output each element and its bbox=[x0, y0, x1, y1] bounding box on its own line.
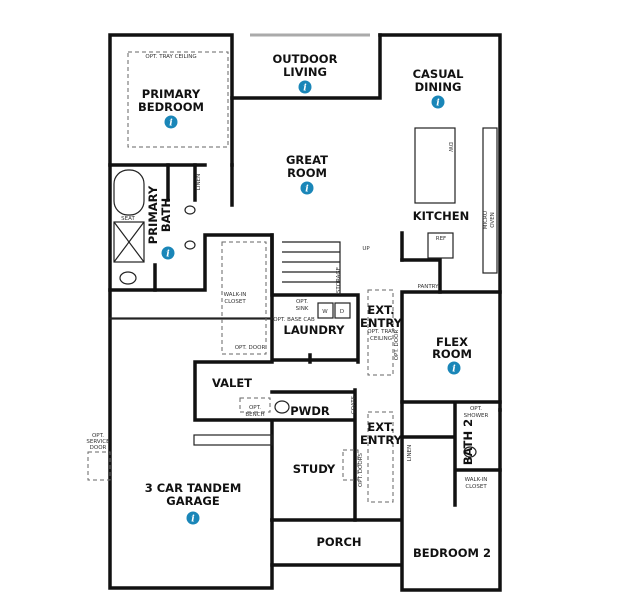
info-icon-garage[interactable]: i bbox=[186, 511, 200, 525]
room-label-kitchen: KITCHEN bbox=[413, 209, 470, 223]
svg-text:i: i bbox=[191, 515, 195, 525]
room-label-pwdr: PWDR bbox=[290, 404, 330, 418]
note-opt-shower: OPT.SHOWER bbox=[464, 406, 489, 419]
room-label-ext-entry-2: EXT.ENTRY bbox=[360, 420, 403, 447]
note-opt-doors: OPT. DOORS bbox=[358, 452, 364, 487]
note-coats: COATS bbox=[351, 395, 357, 414]
note-opt-tray-ceiling: OPT. TRAY CEILING bbox=[145, 54, 196, 60]
info-icon-flex-room[interactable]: i bbox=[447, 361, 461, 375]
room-label-porch: PORCH bbox=[316, 535, 361, 549]
note-opt-base-cab: OPT. BASE CAB bbox=[273, 317, 315, 323]
info-icon-outdoor-living[interactable]: i bbox=[298, 80, 312, 94]
room-label-study: STUDY bbox=[293, 462, 336, 476]
svg-text:i: i bbox=[436, 99, 440, 109]
note-ref: REF bbox=[436, 236, 446, 242]
note-linen: LINEN bbox=[196, 174, 202, 190]
note-washer: W bbox=[322, 309, 328, 315]
note-opt-sink: OPT.SINK bbox=[296, 299, 309, 312]
note-storage: STORAGE bbox=[336, 266, 342, 293]
note-linen-2: LINEN bbox=[407, 445, 413, 461]
svg-text:i: i bbox=[166, 250, 170, 260]
note-opt-door-flex: OPT. DOOR bbox=[394, 330, 400, 361]
room-label-ext-entry-1: EXT.ENTRY bbox=[360, 303, 403, 330]
note-seat: SEAT bbox=[121, 216, 135, 222]
room-label-bath-2: BATH 2 bbox=[461, 419, 475, 465]
note-up: UP bbox=[362, 246, 370, 252]
note-dryer: D bbox=[340, 309, 344, 315]
dashed-options bbox=[87, 51, 394, 503]
fixtures bbox=[109, 127, 498, 458]
info-icon-primary-bedroom[interactable]: i bbox=[164, 115, 178, 129]
info-icon-primary-bath[interactable]: i bbox=[161, 246, 175, 260]
note-opt-bench: OPT.BENCH bbox=[245, 405, 264, 418]
room-label-laundry: LAUNDRY bbox=[284, 323, 346, 337]
svg-text:i: i bbox=[303, 84, 307, 94]
room-label-valet: VALET bbox=[212, 376, 252, 390]
svg-text:i: i bbox=[305, 185, 309, 195]
note-dw: DW bbox=[447, 142, 453, 152]
note-pantry: PANTRY bbox=[417, 284, 439, 290]
svg-text:i: i bbox=[452, 365, 456, 375]
info-icon-casual-dining[interactable]: i bbox=[431, 95, 445, 109]
info-icon-great-room[interactable]: i bbox=[300, 181, 314, 195]
svg-text:i: i bbox=[169, 119, 173, 129]
room-label-bedroom-2: BEDROOM 2 bbox=[413, 546, 491, 560]
room-label-primary-bath: PRIMARYBATH bbox=[146, 185, 173, 244]
walls bbox=[108, 33, 502, 592]
note-opt-door: OPT. DOOR bbox=[235, 345, 266, 351]
note-micro-oven: MICROOVEN bbox=[483, 210, 496, 229]
